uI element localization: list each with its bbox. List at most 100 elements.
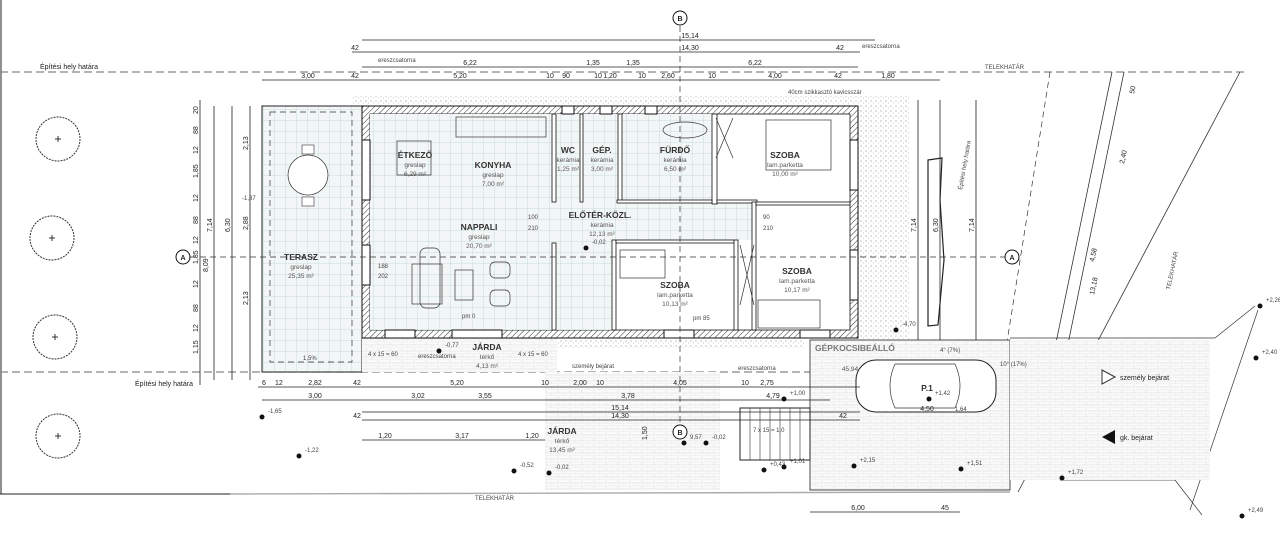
level-marker: -0,02 — [546, 465, 569, 476]
svg-text:2,00: 2,00 — [573, 380, 587, 387]
level-label: +1,51 — [967, 461, 983, 467]
trees — [29, 116, 81, 459]
level-marker: +2,26 — [1257, 298, 1280, 309]
svg-text:GÉP.: GÉP. — [592, 145, 611, 155]
svg-text:2,88: 2,88 — [243, 216, 250, 230]
furniture — [396, 116, 832, 329]
svg-text:A: A — [180, 255, 185, 262]
level-marker: -0,02 — [583, 240, 606, 251]
level-label: -1,22 — [305, 448, 319, 454]
svg-text:42: 42 — [836, 45, 844, 52]
svg-text:1,20: 1,20 — [525, 433, 539, 440]
dim-label: 88 — [193, 216, 200, 224]
svg-text:14,30: 14,30 — [611, 413, 629, 420]
svg-text:1,25 m²: 1,25 m² — [557, 166, 580, 173]
svg-text:NAPPALI: NAPPALI — [461, 222, 498, 232]
svg-text:1,20: 1,20 — [603, 73, 617, 80]
svg-text:greslap: greslap — [290, 264, 312, 271]
svg-text:10: 10 — [594, 73, 602, 80]
dim-label: 12 — [193, 280, 200, 288]
svg-text:2,60: 2,60 — [661, 73, 675, 80]
svg-text:6,00: 6,00 — [851, 505, 865, 512]
level-marker: +1,72 — [1059, 470, 1084, 481]
room-wc: WC kerámia 1,25 m² — [556, 145, 580, 173]
dims-right: 7,14 6,30 7,14 4,58 13,18 2,40 50 — [911, 85, 1138, 295]
plot-boundary-label: TELEKHATÁR — [985, 64, 1025, 71]
svg-text:4,50: 4,50 — [920, 406, 934, 413]
section-marker-b-top: B — [672, 10, 688, 425]
level-icon — [958, 466, 964, 472]
level-icon — [1239, 513, 1245, 519]
level-label: -0,77 — [445, 343, 459, 349]
person-entry-label: személy bejárat — [572, 364, 614, 370]
svg-text:4,00: 4,00 — [768, 73, 782, 80]
level-icon — [511, 468, 517, 474]
level-icon — [893, 327, 899, 333]
person-entry-marker: személy bejárat — [1101, 369, 1169, 385]
dim-label: 88 — [193, 304, 200, 312]
gravel-label: 40cm szikkasztó kavicsszár — [788, 90, 862, 96]
level-icon — [681, 440, 687, 446]
svg-text:10: 10 — [708, 73, 716, 80]
svg-text:térkő: térkő — [555, 438, 570, 445]
svg-text:4,13 m²: 4,13 m² — [476, 363, 499, 370]
level-label: +1,42 — [935, 391, 951, 397]
svg-text:4,58: 4,58 — [1089, 248, 1099, 263]
level-marker: +1,01 — [781, 459, 806, 470]
room-nappali: NAPPALI greslap 20,70 m² — [461, 222, 498, 250]
door-width-label: 90 — [763, 215, 770, 221]
dims-left-totals: 7,14 6,30 8,09 2,13 2,88 2,13 -1,87 — [203, 136, 256, 305]
dim-label: 12 — [193, 324, 200, 332]
svg-text:10: 10 — [596, 380, 604, 387]
svg-text:42: 42 — [353, 380, 361, 387]
level-marker: -0,02 — [703, 435, 726, 446]
svg-text:90: 90 — [562, 73, 570, 80]
interior-walls — [551, 113, 851, 331]
svg-text:GÉPKOCSIBEÁLLÓ: GÉPKOCSIBEÁLLÓ — [815, 342, 895, 353]
svg-text:kerámia: kerámia — [663, 157, 687, 164]
svg-text:2,13: 2,13 — [243, 291, 250, 305]
svg-text:1,35: 1,35 — [586, 60, 600, 67]
slope-label: 4° (7%) — [940, 348, 960, 354]
section-marker-a-right: A — [1004, 249, 1020, 265]
svg-text:JÁRDA: JÁRDA — [547, 426, 576, 436]
tree-icon — [32, 314, 78, 360]
svg-text:B: B — [677, 430, 682, 437]
steps-label: 4 x 15 = 60 — [368, 352, 399, 358]
terrace-table — [287, 144, 329, 207]
building-limit-label: Építési hely határa — [135, 379, 193, 388]
svg-text:42: 42 — [351, 45, 359, 52]
svg-text:lam.parketta: lam.parketta — [767, 162, 803, 169]
door-height-label: 210 — [763, 226, 774, 232]
stairs — [739, 407, 811, 461]
level-marker: -1,65 — [259, 409, 282, 420]
svg-text:14,30: 14,30 — [681, 45, 699, 52]
sidewalk-entry — [545, 372, 720, 490]
svg-text:térkő: térkő — [480, 354, 495, 361]
svg-text:42: 42 — [353, 413, 361, 420]
section-marker-a-left: A — [175, 249, 1005, 265]
svg-text:12: 12 — [275, 380, 283, 387]
svg-text:greslap: greslap — [482, 172, 504, 179]
level-label: -0,02 — [592, 240, 606, 246]
svg-text:TERASZ: TERASZ — [284, 252, 318, 262]
svg-text:13,18: 13,18 — [1089, 277, 1100, 296]
svg-text:6: 6 — [262, 380, 266, 387]
svg-text:6,50 m²: 6,50 m² — [664, 166, 687, 173]
svg-text:kerámia: kerámia — [590, 157, 614, 164]
level-marker: +1,42 — [926, 391, 951, 402]
svg-text:3,55: 3,55 — [478, 393, 492, 400]
svg-text:2,13: 2,13 — [243, 136, 250, 150]
dims-top: 15,14 42 14,30 42 6,22 1,35 1,35 6,22 3,… — [301, 33, 895, 80]
svg-text:6,30: 6,30 — [933, 218, 940, 232]
gravel-strip-top — [352, 96, 892, 108]
svg-text:10: 10 — [638, 73, 646, 80]
level-markers: -1,65-1,22-0,52-0,029,57-0,02+0,43+1,01+… — [259, 240, 1280, 519]
svg-text:3,02: 3,02 — [411, 393, 425, 400]
svg-text:JÁRDA: JÁRDA — [472, 342, 501, 352]
dim-label: 1,85 — [193, 164, 200, 178]
svg-text:A: A — [1009, 255, 1014, 262]
door-height-label: 210 — [528, 226, 539, 232]
area-jarda-2: JÁRDA térkő 13,45 m² — [547, 426, 576, 454]
